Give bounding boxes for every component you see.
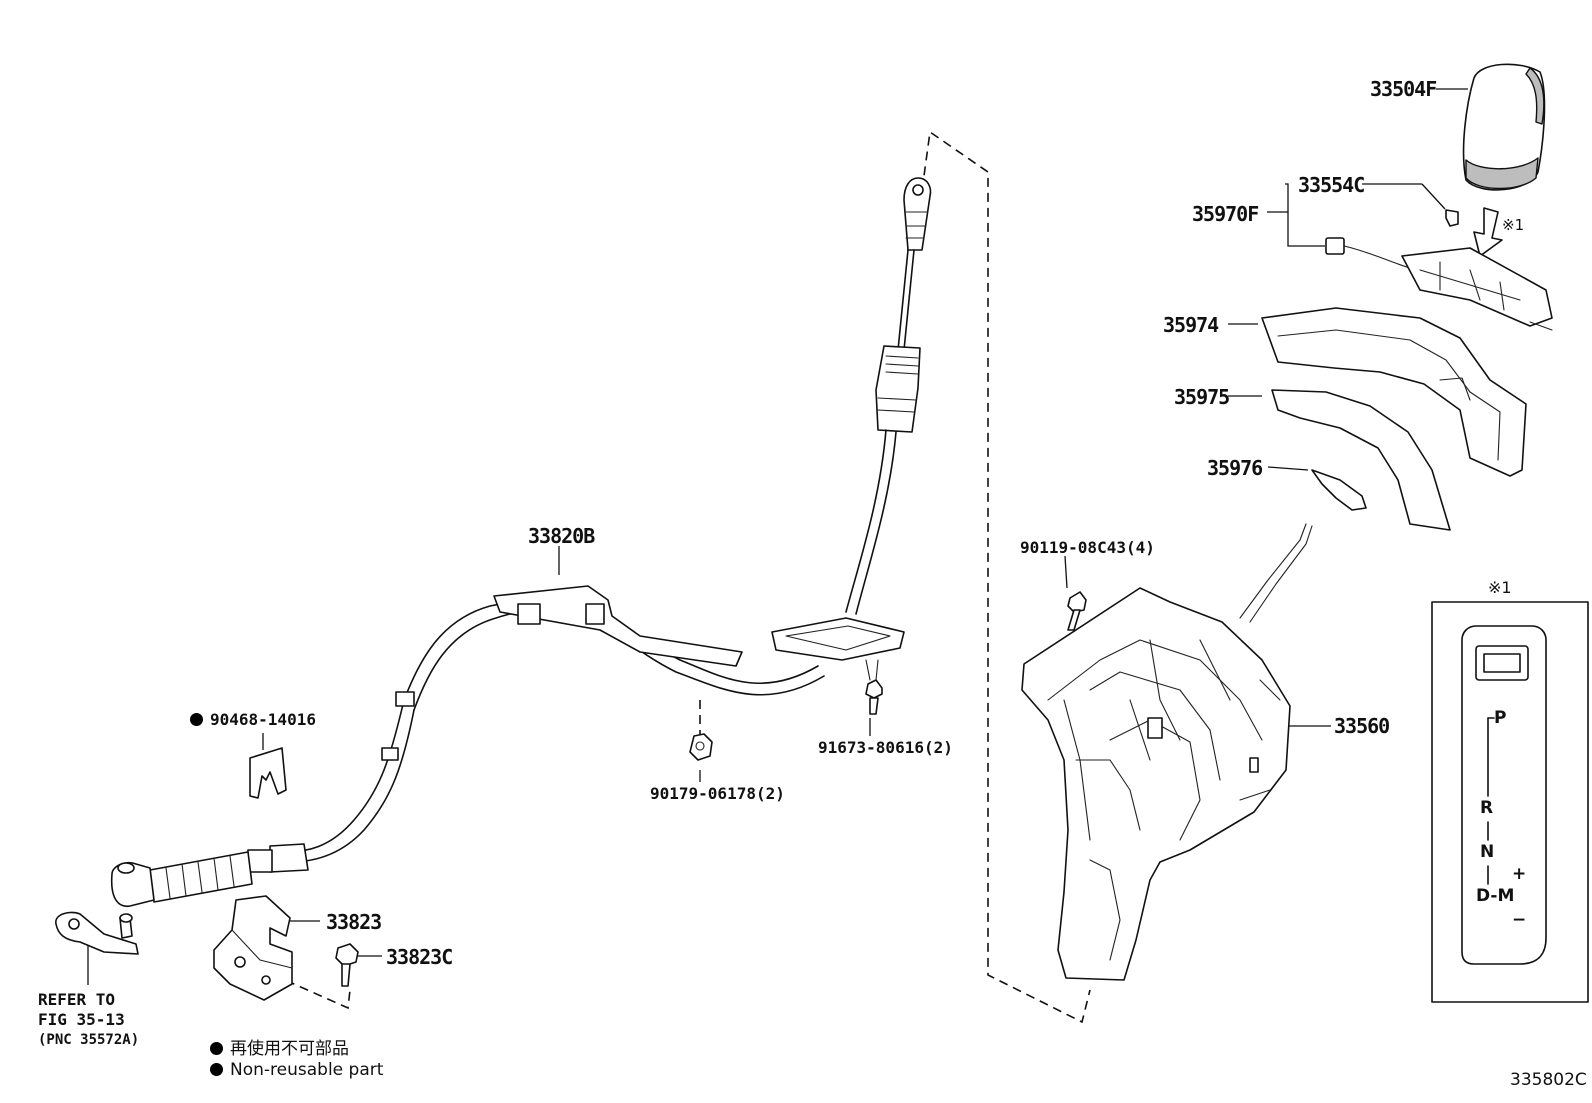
bolt-33823c [335,943,359,987]
refer-note-line1: REFER TO [38,990,116,1009]
non-reusable-dot-icon [190,713,203,726]
gear-r: R [1480,798,1494,818]
leader-lines [87,88,1468,985]
refer-note-line3: (PNC 35572A) [38,1032,140,1048]
figure-code: 335802C [1510,1070,1587,1090]
legend-dot-icon [210,1042,223,1055]
legend-jp: 再使用不可部品 [210,1034,349,1059]
nut-90179 [689,733,713,761]
gear-p: P [1494,708,1507,728]
label-33823c: 33823C [386,945,453,969]
clip-33554c [1445,209,1459,227]
label-33820b: 33820B [528,524,595,548]
gear-minus: − [1512,910,1527,930]
shift-lever-assembly-33560 [1021,523,1313,981]
clip-90468 [249,747,287,799]
label-90119: 90119-08C43(4) [1020,538,1155,557]
slide-plate-35976 [1311,469,1367,511]
install-arrow-icon [1473,207,1503,257]
label-90179: 90179-06178(2) [650,784,785,803]
inset-note-mark: ※1 [1488,578,1512,597]
arrow-note-mark: ※1 [1502,216,1525,234]
label-35975: 35975 [1174,385,1230,409]
wire-harness-35970f [1325,237,1553,331]
gear-n: N [1480,842,1495,862]
shift-cable-33820b [110,177,932,907]
label-35976: 35976 [1207,456,1263,480]
shift-knob [1462,63,1546,191]
label-35970f: 35970F [1192,202,1259,226]
label-33554c: 33554C [1298,173,1365,197]
label-90468: 90468-14016 [190,710,316,729]
cable-bracket-33823 [213,895,293,1001]
indicator-bezel-35974 [1261,307,1527,477]
label-33560: 33560 [1334,714,1390,738]
bolt-91673 [865,659,883,715]
refer-note-line2: FIG 35-13 [38,1010,125,1029]
label-35974: 35974 [1163,313,1219,337]
slide-plate-35975 [1271,389,1451,531]
dashed-assembly-lines [245,130,1091,1024]
refer-note: REFER TO FIG 35-13 (PNC 35572A) [38,990,139,1050]
legend-en: Non-reusable part [210,1060,383,1080]
lever-ref-35572a [55,911,139,955]
gear-plus: + [1512,864,1527,884]
gear-d-m: D-M [1476,886,1515,906]
label-33823: 33823 [326,910,382,934]
label-33504f: 33504F [1370,77,1437,101]
shift-indicator-inset [1431,601,1589,1003]
legend-dot-icon [210,1063,223,1076]
label-91673: 91673-80616(2) [818,738,953,757]
bolt-90119 [1067,591,1087,631]
